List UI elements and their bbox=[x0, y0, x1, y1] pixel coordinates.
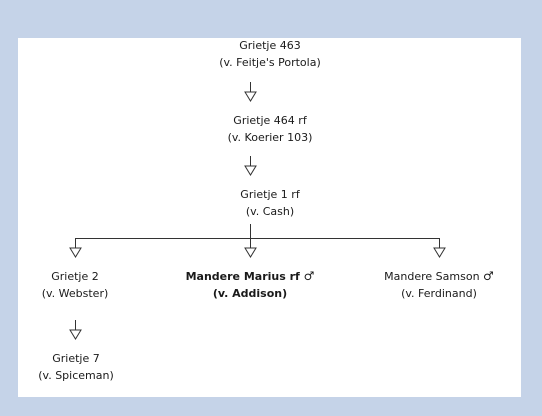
node-sire: (v. Addison) bbox=[212, 287, 288, 300]
node-grietje-464: Grietje 464 rf (v. Koerier 103) bbox=[180, 112, 360, 146]
node-grietje-2: Grietje 2 (v. Webster) bbox=[20, 268, 130, 302]
male-symbol-icon: ♂ bbox=[483, 269, 494, 283]
node-mandere-marius: Mandere Marius rf ♂ (v. Addison) bbox=[160, 268, 340, 302]
male-symbol-icon: ♂ bbox=[303, 269, 315, 283]
node-sire: (v. Ferdinand) bbox=[401, 287, 477, 300]
arrow-down-icon bbox=[244, 156, 257, 176]
frame-top-band bbox=[0, 0, 542, 38]
node-sire: (v. Spiceman) bbox=[38, 369, 114, 382]
arrow-down-icon bbox=[69, 320, 82, 340]
node-name: Grietje 7 bbox=[52, 352, 100, 365]
node-name: Grietje 2 bbox=[51, 270, 99, 283]
frame-left-band bbox=[0, 0, 18, 416]
connector-bar bbox=[75, 238, 440, 239]
node-sire: (v. Webster) bbox=[41, 287, 109, 300]
arrow-down-icon bbox=[69, 238, 82, 258]
node-name: Grietje 463 bbox=[239, 39, 301, 52]
node-mandere-samson: Mandere Samson ♂ (v. Ferdinand) bbox=[360, 268, 518, 302]
node-name-row: Mandere Marius rf ♂ bbox=[160, 268, 340, 285]
arrow-down-icon bbox=[244, 238, 257, 258]
arrow-down-icon bbox=[433, 238, 446, 258]
node-name: Grietje 464 rf bbox=[233, 114, 307, 127]
node-name: Grietje 1 rf bbox=[240, 188, 300, 201]
connector-trunk bbox=[250, 224, 251, 238]
node-sire: (v. Koerier 103) bbox=[227, 131, 313, 144]
node-grietje-7: Grietje 7 (v. Spiceman) bbox=[18, 350, 134, 384]
frame-bottom-band bbox=[0, 397, 542, 416]
node-grietje-463: Grietje 463 (v. Feitje's Portola) bbox=[190, 37, 350, 71]
node-name: Mandere Marius rf bbox=[185, 270, 300, 283]
node-grietje-1: Grietje 1 rf (v. Cash) bbox=[190, 186, 350, 220]
frame-right-band bbox=[521, 0, 542, 416]
node-sire: (v. Feitje's Portola) bbox=[219, 56, 321, 69]
node-name-row: Mandere Samson ♂ bbox=[360, 268, 518, 285]
node-name: Mandere Samson bbox=[384, 270, 480, 283]
node-sire: (v. Cash) bbox=[245, 205, 295, 218]
arrow-down-icon bbox=[244, 82, 257, 102]
